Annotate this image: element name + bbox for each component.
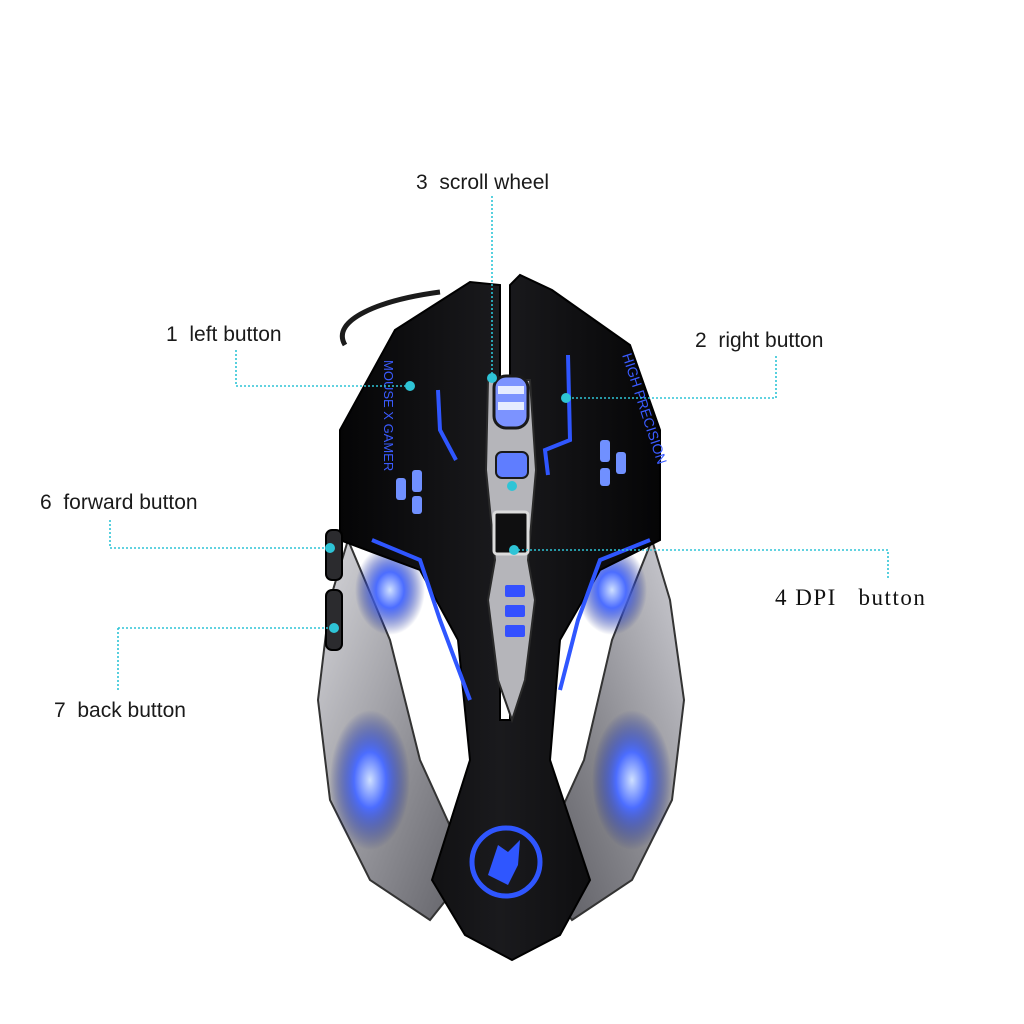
- glow-left-upper: [355, 545, 425, 635]
- mouse-cable: [340, 289, 441, 347]
- wolf-logo-icon: [469, 825, 543, 899]
- left-button-label: 1 left button: [166, 323, 282, 346]
- glow-left-lower: [330, 710, 410, 850]
- dpi-button-label: 4 DPI button: [775, 585, 927, 610]
- forward-button-leader: [109, 520, 330, 549]
- forward-side-button: [325, 529, 343, 581]
- right-button-leader: [566, 356, 777, 399]
- scroll-wheel-label: 3 scroll wheel: [416, 171, 550, 194]
- dpi-button-leader: [514, 549, 889, 578]
- left-button-leader: [235, 350, 410, 387]
- dpi-top-button: [495, 451, 529, 479]
- mouse-x-gamer-marking: MOUSE X GAMER: [381, 360, 396, 471]
- forward-button-label: 6 forward button: [40, 491, 198, 514]
- back-button-label: 7 back button: [54, 699, 186, 722]
- glow-right-lower: [592, 710, 672, 850]
- right-button-label: 2 right button: [695, 329, 824, 352]
- back-side-button: [325, 589, 343, 651]
